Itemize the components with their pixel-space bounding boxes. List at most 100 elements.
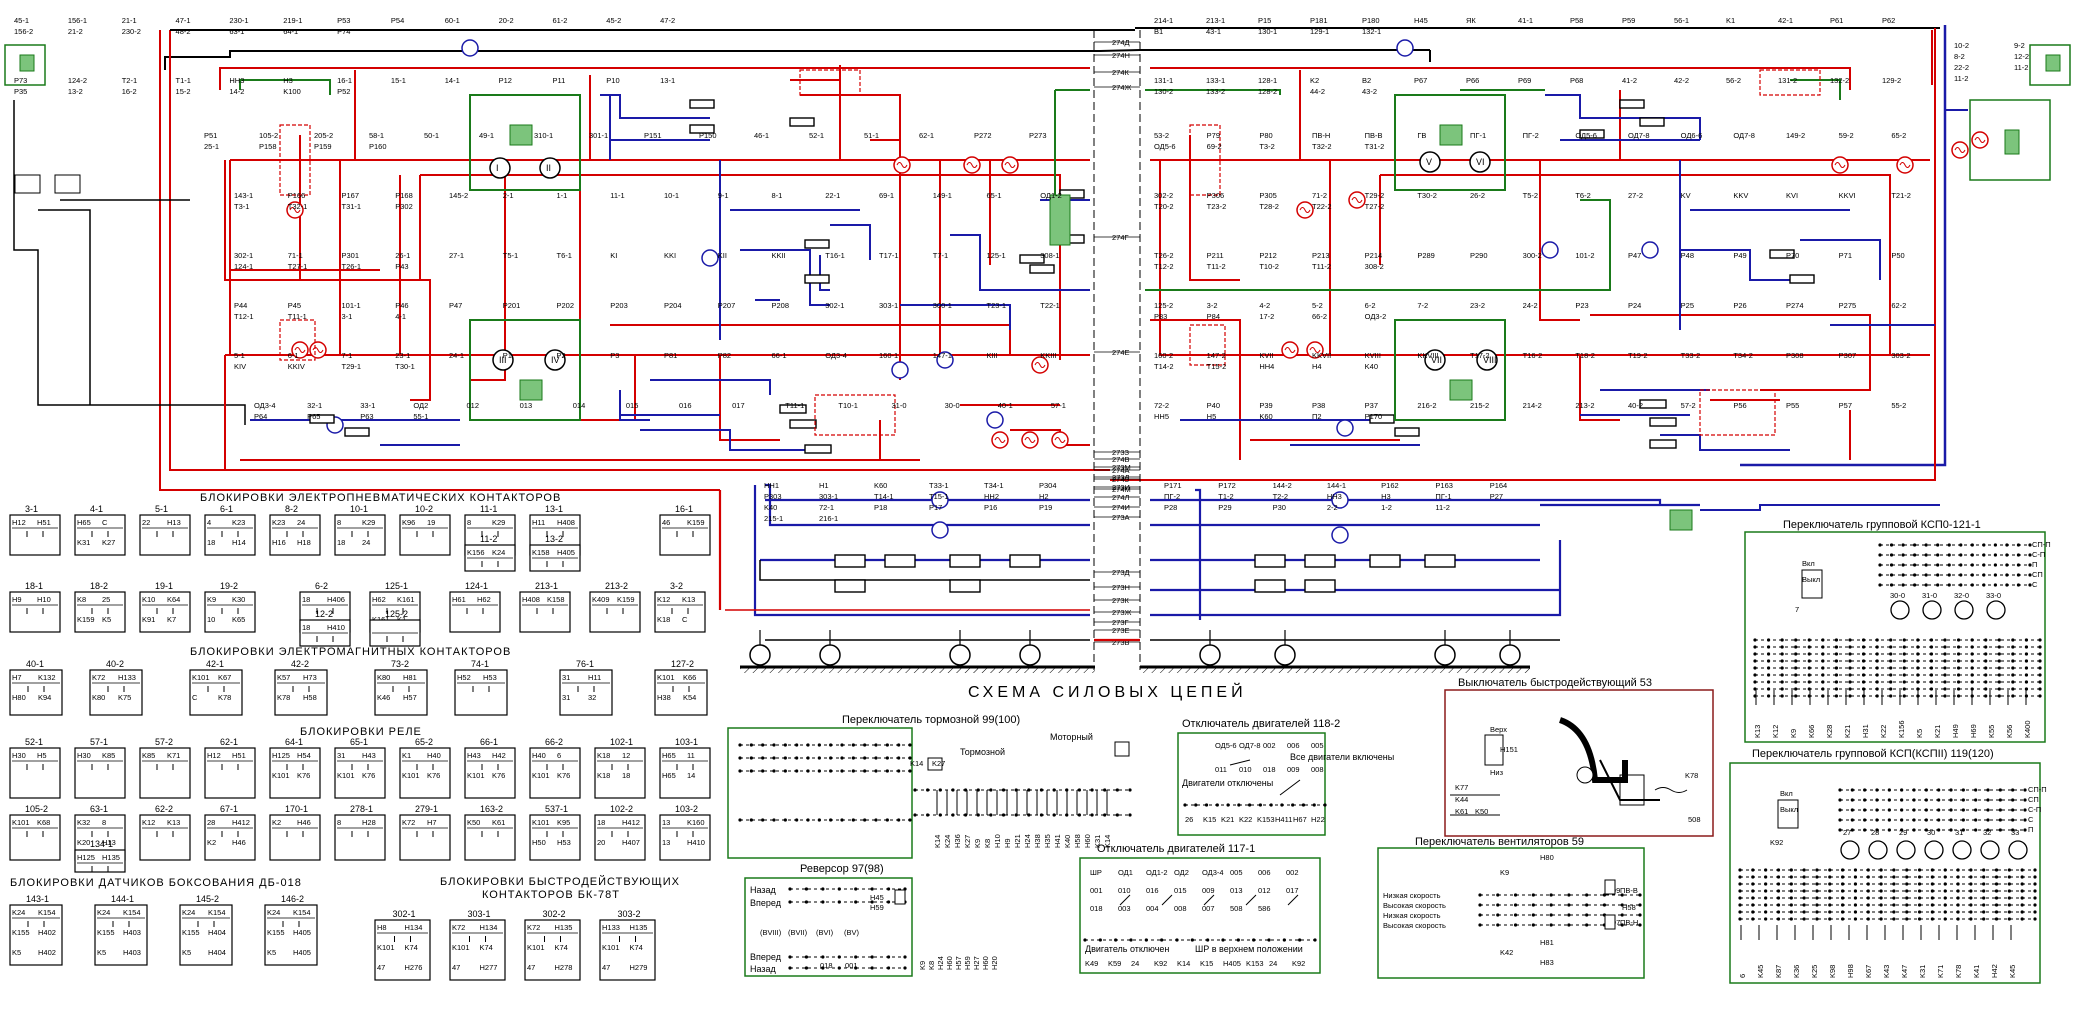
component-label: P202 <box>557 301 575 310</box>
switch-wire: K47 <box>1900 965 1909 978</box>
block-value: K46 <box>377 693 390 702</box>
block-value: 8 <box>102 818 106 827</box>
component-label: 219-1 <box>283 16 302 25</box>
component-label: P166 <box>288 191 306 200</box>
block-value: H403 <box>123 928 141 937</box>
block-value: K67 <box>218 673 231 682</box>
switch-wire: H31 <box>1861 724 1870 738</box>
switch-wire: K67 <box>1864 965 1873 978</box>
component-label: T33-2 <box>1681 351 1701 360</box>
block-frame <box>74 514 126 556</box>
block-value: 18 <box>302 623 310 632</box>
component-label: 130-2 <box>1154 87 1173 96</box>
component-label: 33-1 <box>360 401 375 410</box>
block-frame <box>334 514 386 556</box>
coil-wave <box>1054 437 1066 443</box>
component-label: 45-2 <box>606 16 621 25</box>
block-value: H8 <box>377 923 387 932</box>
block-name: 67-1 <box>220 804 238 814</box>
block-value: H407 <box>622 838 640 847</box>
aux-motor <box>891 361 909 379</box>
resistor <box>804 444 832 454</box>
component-label: 144-2 <box>1273 481 1292 490</box>
block-value: H412 <box>232 818 250 827</box>
component-label: P16 <box>984 503 997 512</box>
svg-text:ОД3-4: ОД3-4 <box>1202 868 1224 877</box>
component-label: P63 <box>360 412 373 421</box>
wire-label: 274З <box>1112 475 1130 484</box>
component-label: 59-2 <box>1839 131 1854 140</box>
component-label: 57-1 <box>1051 401 1066 410</box>
component-label: 4-2 <box>1259 301 1270 310</box>
component-label: P273 <box>1029 131 1047 140</box>
component-label: KVII <box>1259 351 1273 360</box>
svg-text:K153: K153 <box>1257 815 1275 824</box>
component-label: T22-1 <box>1040 301 1060 310</box>
component-label: HH1 <box>764 481 779 490</box>
block-value: K94 <box>38 693 51 702</box>
component-label: P1 <box>503 351 512 360</box>
component-label: 51-1 <box>864 131 879 140</box>
component-label: 22-1 <box>825 191 840 200</box>
component-label: T22-2 <box>1312 202 1332 211</box>
block-value: K75 <box>118 693 131 702</box>
block-value: H135 <box>630 923 648 932</box>
hsb-panel: Выключатель быстродействующий 53 ВерхН15… <box>1444 677 1714 837</box>
component-label: T32-1 <box>288 202 308 211</box>
component-label: P40 <box>1207 401 1220 410</box>
block-value: H52 <box>457 673 471 682</box>
wire-label: 273В <box>1112 638 1130 647</box>
relay-title: БЛОКИРОВКИ РЕЛЕ <box>300 726 422 738</box>
main-bus <box>13 25 1968 511</box>
component-label: 69-1 <box>879 191 894 200</box>
block-value: 10 <box>207 615 215 624</box>
component-label: P57 <box>1839 401 1852 410</box>
traction-motor <box>489 157 511 179</box>
block-value: K409 <box>592 595 610 604</box>
component-label: P27 <box>1490 492 1503 501</box>
block-name: 57-2 <box>155 737 173 747</box>
resistor <box>834 579 866 593</box>
svg-text:005: 005 <box>1311 741 1324 750</box>
svg-text:СП-П: СП-П <box>2032 540 2051 549</box>
component-label: 301-1 <box>589 131 608 140</box>
block-name: 12-2 <box>315 609 333 619</box>
block-name: 146-2 <box>281 894 304 904</box>
svg-text:586: 586 <box>1258 904 1271 913</box>
component-label: P39 <box>1259 401 1272 410</box>
component-label: K40 <box>1365 362 1378 371</box>
block-value: K65 <box>232 615 245 624</box>
block-name: 42-1 <box>206 659 224 669</box>
component-label: H1 <box>819 481 829 490</box>
block-value: 31 <box>337 751 345 760</box>
block-value: H408 <box>522 595 540 604</box>
block-name: 57-1 <box>90 737 108 747</box>
svg-text:Вкл: Вкл <box>1780 789 1793 798</box>
switch-wire: H20 <box>990 956 999 970</box>
component-label: 133-1 <box>1206 76 1225 85</box>
component-label: 14-2 <box>229 87 244 96</box>
contact-panel <box>469 94 581 191</box>
wire-label: 274И <box>1112 503 1130 512</box>
svg-text:32-0: 32-0 <box>1954 591 1969 600</box>
right-power-circuit <box>1145 67 1935 460</box>
switch-wire: K14 <box>1103 835 1112 848</box>
block-value: K154 <box>293 908 311 917</box>
block-frame <box>204 814 256 861</box>
coil-wave <box>1974 137 1986 143</box>
svg-text:33: 33 <box>2011 828 2019 837</box>
component-label: KKIII <box>1040 351 1056 360</box>
component-label: T31-1 <box>342 202 362 211</box>
block-name: 105-2 <box>25 804 48 814</box>
block-name: 145-2 <box>196 894 219 904</box>
aux-motor <box>1331 491 1349 509</box>
coil-wave <box>294 347 306 353</box>
wire-label: 273И <box>1112 483 1130 492</box>
coil-wave <box>1899 162 1911 168</box>
component-label: 71-1 <box>288 251 303 260</box>
switch-wire: H24 <box>1023 834 1032 848</box>
